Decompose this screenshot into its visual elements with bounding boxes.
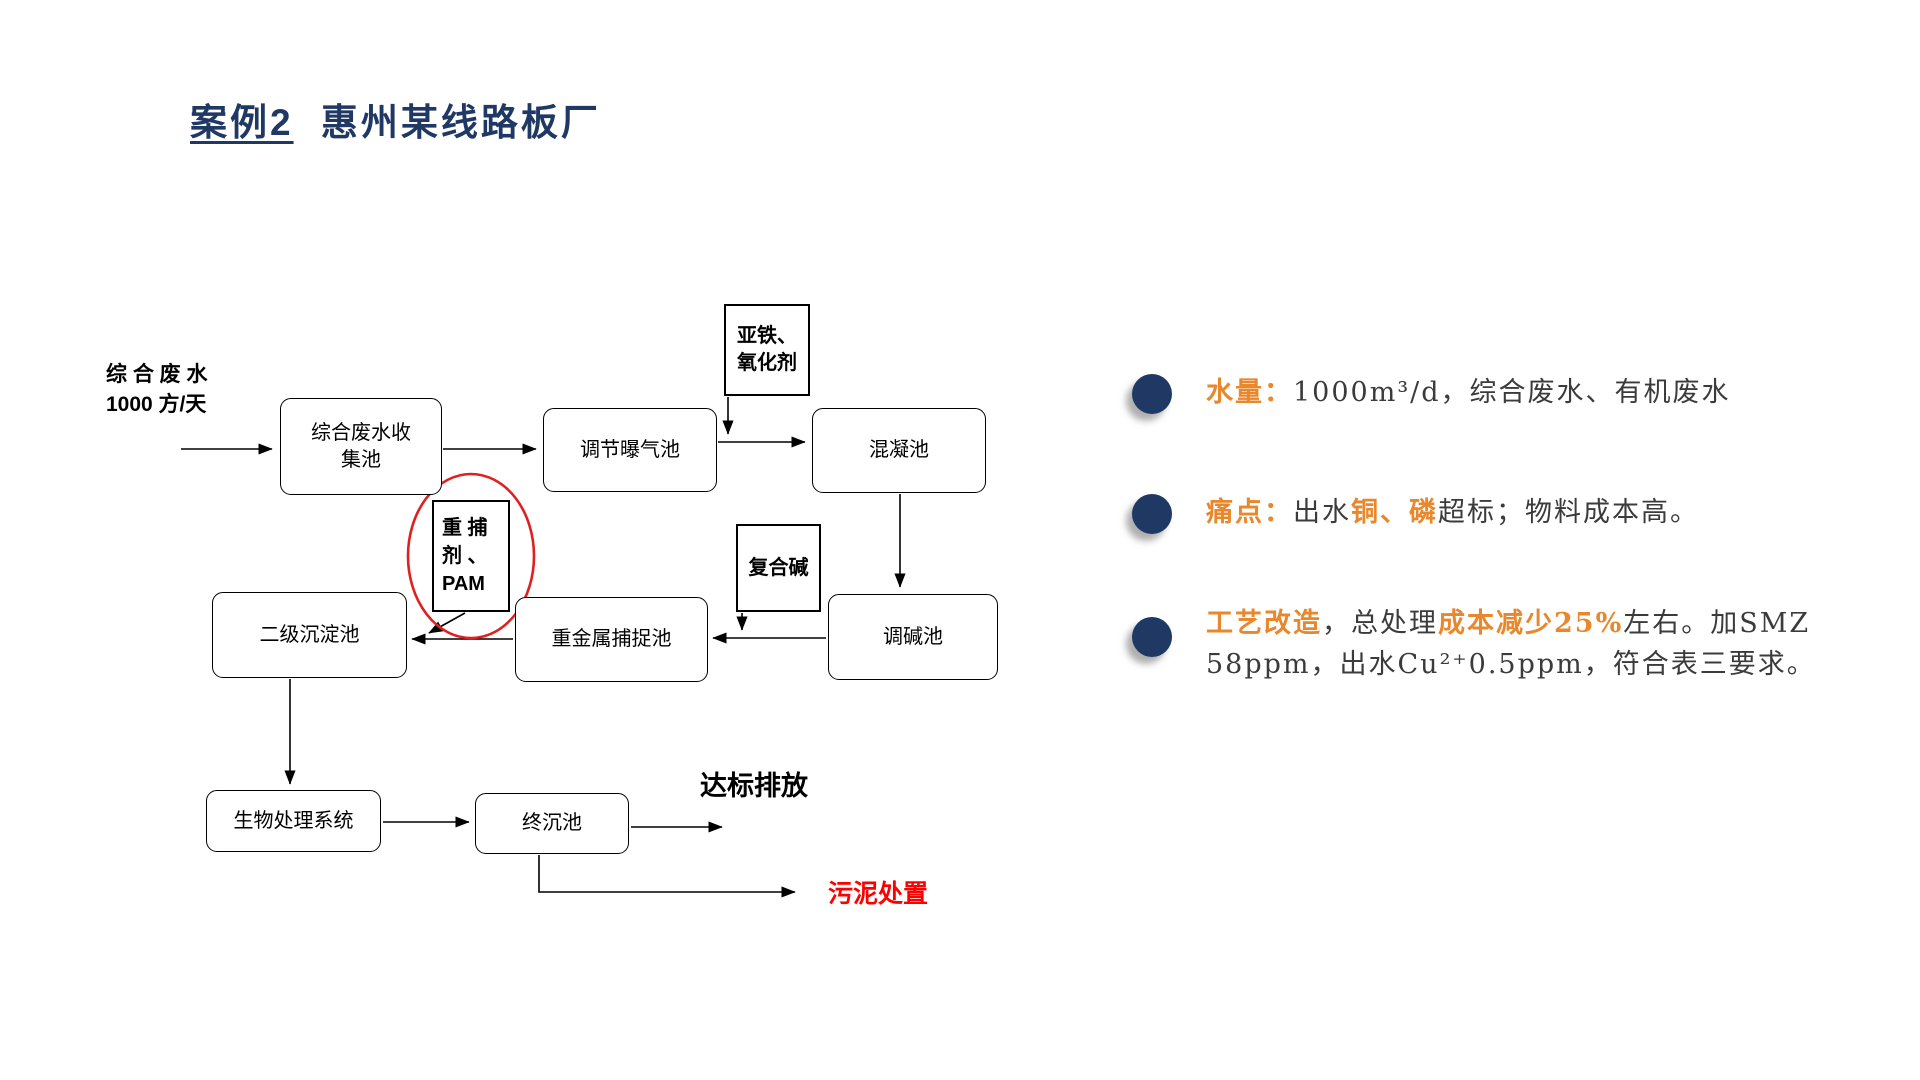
dosing-box-compound-alkali-label: 复合碱 xyxy=(748,556,809,579)
node-collect-pool-label: 综合废水收集池 xyxy=(311,421,411,471)
bullet-water-volume-value: 1000m³/d，综合废水、有机废水 xyxy=(1293,377,1731,408)
node-biological-treatment-label: 生物处理系统 xyxy=(233,809,354,832)
bullet-dot-icon xyxy=(1132,494,1172,534)
bullet-upgrade-seg3: 58ppm，出水Cu²⁺0.5ppm，符合表三要求。 xyxy=(1206,649,1816,680)
bullet-upgrade-cost: 成本减少25% xyxy=(1438,608,1624,639)
node-coagulation-pool-label: 混凝池 xyxy=(869,439,929,461)
bullet-water-volume-text: 水量：1000m³/d，综合废水、有机废水 xyxy=(1206,372,1826,413)
arrow-final-to-sludge xyxy=(538,855,796,898)
bullet-water-volume: 水量：1000m³/d，综合废水、有机废水 xyxy=(1132,372,1826,414)
bullet-pain-point-seg1: 出水 xyxy=(1293,497,1351,528)
bullet-process-upgrade: 工艺改造，总处理成本减少25%左右。加SMZ 58ppm，出水Cu²⁺0.5pp… xyxy=(1132,608,1826,685)
node-collect-pool: 综合废水收集池 xyxy=(280,398,442,495)
bullet-dot-icon xyxy=(1132,617,1172,657)
node-heavy-metal-capture-pool: 重金属捕捉池 xyxy=(515,597,708,682)
page-title: 案例2 惠州某线路板厂 xyxy=(190,92,601,146)
dosing-box-pam-line3: PAM xyxy=(442,573,485,595)
dosing-box-chelating-agent-pam: 重 捕 剂 、 PAM xyxy=(432,500,510,612)
bullet-pain-point: 痛点：出水铜、磷超标；物料成本高。 xyxy=(1132,492,1826,534)
discharge-label: 达标排放 xyxy=(700,771,808,801)
bullet-water-volume-label: 水量： xyxy=(1206,377,1293,408)
node-final-sedimentation-pool-label: 终沉池 xyxy=(522,812,582,834)
dosing-box-ferrous-oxidant: 亚铁、氧化剂 xyxy=(724,304,810,396)
bullet-pain-point-label: 痛点： xyxy=(1206,497,1293,528)
bullet-upgrade-seg1: ，总处理 xyxy=(1322,608,1438,639)
node-secondary-sedimentation-pool-label: 二级沉淀池 xyxy=(259,623,360,646)
dosing-box-pam-line1: 重 捕 xyxy=(442,517,488,539)
dosing-box-pam-line2: 剂 、 xyxy=(442,545,488,567)
node-aeration-pool-label: 调节曝气池 xyxy=(580,438,680,461)
node-alkali-pool: 调碱池 xyxy=(828,594,998,680)
feed-label: 综 合 废 水 1000 方/天 xyxy=(106,360,208,421)
node-biological-treatment: 生物处理系统 xyxy=(206,790,381,852)
bullet-pain-point-seg2: 超标；物料成本高。 xyxy=(1438,497,1699,528)
bullet-process-upgrade-text: 工艺改造，总处理成本减少25%左右。加SMZ 58ppm，出水Cu²⁺0.5pp… xyxy=(1206,603,1826,685)
bullet-upgrade-seg2: 左右。加SMZ xyxy=(1623,608,1811,639)
arrow-pam-down xyxy=(428,612,466,634)
node-heavy-metal-capture-pool-label: 重金属捕捉池 xyxy=(551,628,672,650)
dosing-box-compound-alkali: 复合碱 xyxy=(736,524,821,612)
sludge-disposal-label: 污泥处置 xyxy=(828,880,929,908)
node-coagulation-pool: 混凝池 xyxy=(812,408,986,493)
feed-label-line1: 综 合 废 水 xyxy=(106,363,208,386)
node-alkali-pool-label: 调碱池 xyxy=(883,625,943,648)
page-title-factory-name: 惠州某线路板厂 xyxy=(320,102,601,143)
bullet-dot-icon xyxy=(1132,374,1172,414)
dosing-box-ferrous-oxidant-label: 亚铁、氧化剂 xyxy=(737,325,797,374)
bullet-pain-point-metals: 铜、磷 xyxy=(1351,497,1438,528)
node-final-sedimentation-pool: 终沉池 xyxy=(475,793,629,854)
bullet-upgrade-label: 工艺改造 xyxy=(1206,608,1322,639)
page-title-case-number: 案例2 xyxy=(190,102,294,143)
node-secondary-sedimentation-pool: 二级沉淀池 xyxy=(212,592,407,678)
feed-label-line2: 1000 方/天 xyxy=(106,393,207,417)
node-aeration-pool: 调节曝气池 xyxy=(543,408,717,492)
bullet-pain-point-text: 痛点：出水铜、磷超标；物料成本高。 xyxy=(1206,492,1826,533)
